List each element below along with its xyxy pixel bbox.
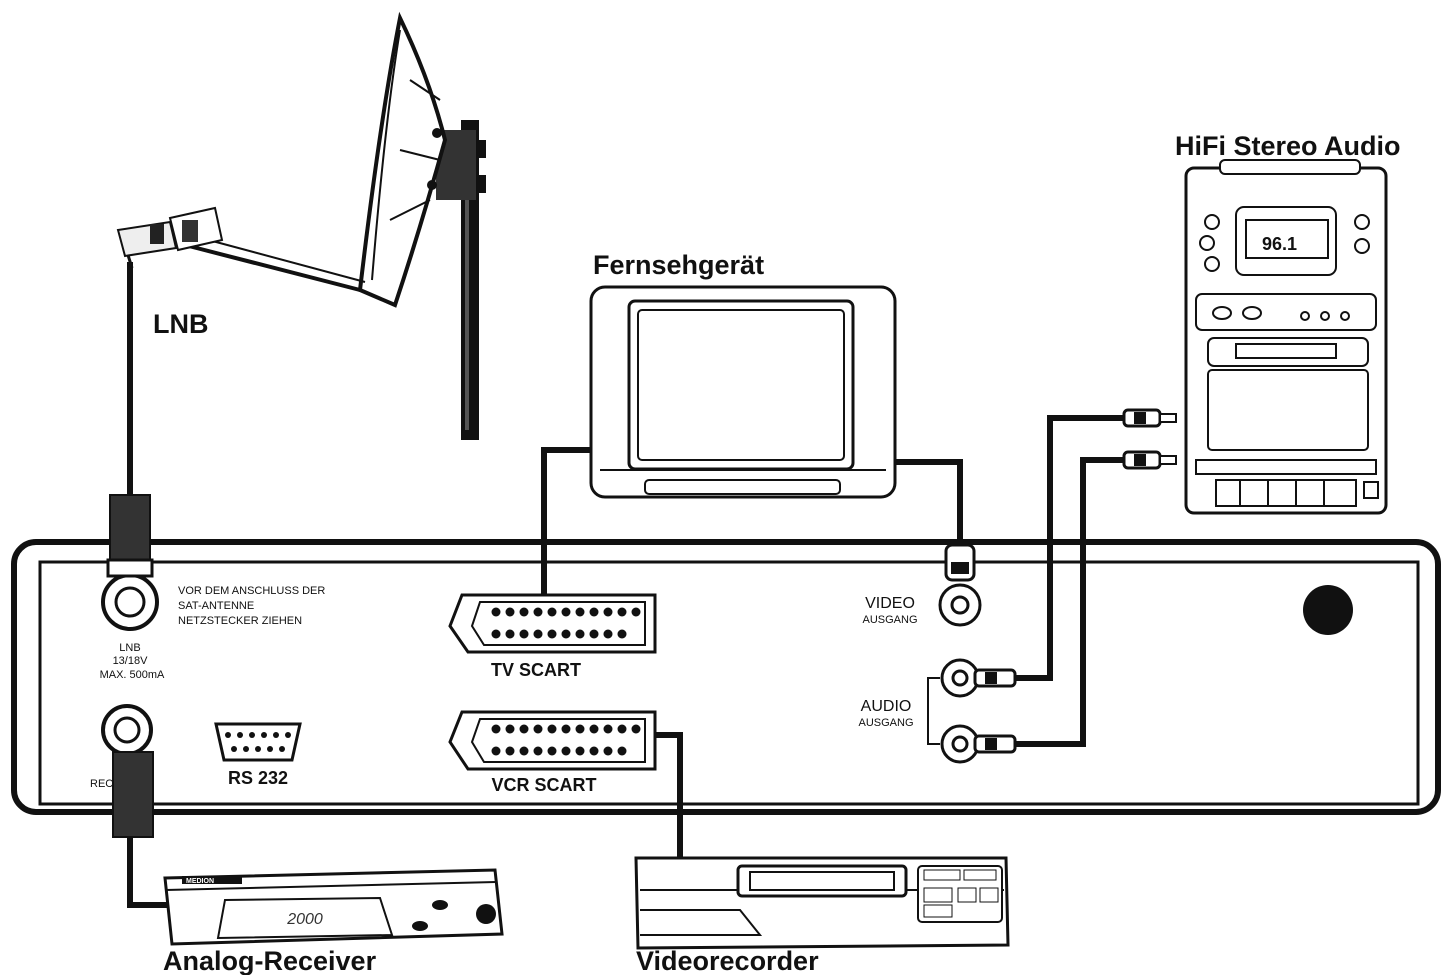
rs232-port[interactable] (214, 722, 302, 762)
videorecorder-label: Videorecorder (636, 946, 819, 975)
warning-line-3: NETZSTECKER ZIEHEN (178, 615, 302, 627)
receiver-brand: MEDION (186, 878, 214, 885)
lnb-port-label-1: LNB (119, 642, 140, 654)
audio-output-label-1: AUDIO (861, 698, 912, 715)
hifi-label: HiFi Stereo Audio (1175, 131, 1401, 161)
lnb-label: LNB (153, 309, 209, 339)
hifi-stereo: 96.1 (1184, 159, 1388, 515)
vcr-scart-label: VCR SCART (491, 775, 596, 795)
analog-receiver-label: Analog-Receiver (163, 946, 377, 975)
lnb-connector[interactable] (101, 494, 159, 631)
receiver-connector[interactable] (101, 704, 153, 756)
analog-receiver: MEDION 2000 (163, 868, 504, 946)
video-output-label-2: AUSGANG (862, 614, 917, 626)
audio-plugs (1122, 408, 1177, 470)
lnb-port-label-2: 13/18V (113, 655, 149, 667)
video-output-label-1: VIDEO (865, 595, 915, 612)
stereo-display-text: 96.1 (1262, 234, 1297, 254)
tv-scart-port[interactable] (448, 593, 657, 654)
tv-scart-label: TV SCART (491, 660, 581, 680)
videorecorder (634, 856, 1010, 950)
receiver-display: 2000 (286, 911, 323, 928)
warning-line-1: VOR DEM ANSCHLUSS DER (178, 585, 325, 597)
lnb-port-label-3: MAX. 500mA (100, 669, 165, 681)
tv-label: Fernsehgerät (593, 250, 764, 280)
video-output-jack[interactable] (938, 543, 982, 627)
satellite-dish (116, 11, 486, 440)
audio-output-jacks[interactable] (927, 658, 1017, 764)
lnb-head (116, 206, 224, 269)
warning-line-2: SAT-ANTENNE (178, 600, 254, 612)
vcr-scart-port[interactable] (448, 710, 657, 771)
rs232-label: RS 232 (228, 768, 288, 788)
television (589, 285, 897, 499)
audio-output-label-2: AUSGANG (858, 717, 913, 729)
panel-fan-hole (1303, 585, 1353, 635)
